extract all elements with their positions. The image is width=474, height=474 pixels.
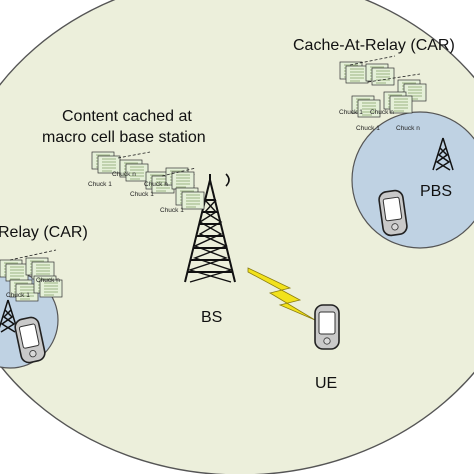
macro-cache-label-line1: Content cached at (62, 108, 192, 125)
ue-label: UE (315, 375, 337, 392)
lightning-icon (247, 267, 316, 321)
bs-label: BS (201, 309, 222, 326)
chunk-label: Chuck n (112, 171, 136, 178)
car-left-label: Relay (CAR) (0, 224, 88, 241)
chunk-label: Chuck 1 (356, 125, 380, 132)
pbs-label: PBS (420, 183, 452, 200)
document-stack-icon (0, 249, 63, 302)
chunk-label: Chuck 1 (160, 207, 184, 214)
chunk-label: Chuck 1 (6, 292, 30, 299)
chunk-label: Chuck 1 (88, 181, 112, 188)
chunk-label: Chuck n (370, 109, 394, 116)
tower-icon (184, 173, 236, 283)
chunk-label: Chuck n (144, 181, 168, 188)
macro-cache-label-line2: macro cell base station (42, 129, 206, 146)
device-icon (314, 304, 340, 350)
device-icon (377, 188, 409, 238)
car-right-label: Cache-At-Relay (CAR) (293, 37, 455, 54)
document-stack-icon (339, 55, 427, 118)
chunk-label: Chuck n (36, 277, 60, 284)
chunk-label: Chuck n (396, 125, 420, 132)
document-stack-icon (91, 151, 205, 210)
small-tower-icon (432, 137, 454, 171)
chunk-label: Chuck 1 (339, 109, 363, 116)
chunk-label: Chuck 1 (130, 191, 154, 198)
